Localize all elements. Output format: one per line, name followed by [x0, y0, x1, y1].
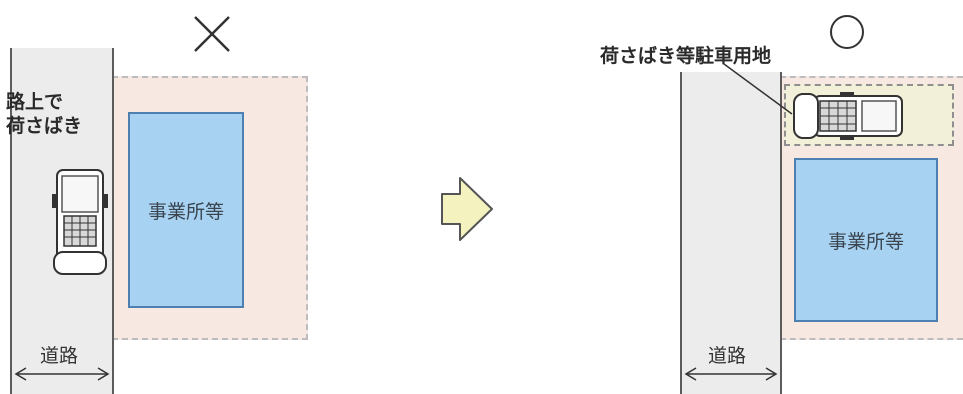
left-building: 事業所等 — [128, 112, 244, 308]
right-road — [680, 72, 782, 394]
circle-icon — [830, 15, 864, 49]
right-road-width-arrow — [684, 367, 778, 381]
cross-icon — [194, 16, 230, 52]
right-truck-icon — [793, 92, 903, 140]
right-building-label: 事業所等 — [827, 230, 904, 253]
left-note-line2: 荷さばき — [6, 115, 83, 137]
right-building: 事業所等 — [794, 158, 938, 322]
right-road-label: 道路 — [706, 341, 749, 368]
parking-leader-line — [723, 63, 793, 115]
left-road-width-arrow — [14, 367, 110, 381]
left-road-label: 道路 — [38, 341, 81, 368]
left-note-line1: 路上で — [6, 91, 64, 113]
left-truck-icon — [52, 169, 108, 275]
left-building-label: 事業所等 — [147, 200, 224, 223]
right-parking-label: 荷さばき等駐車用地 — [600, 45, 772, 67]
right-arrow-icon — [441, 177, 493, 241]
